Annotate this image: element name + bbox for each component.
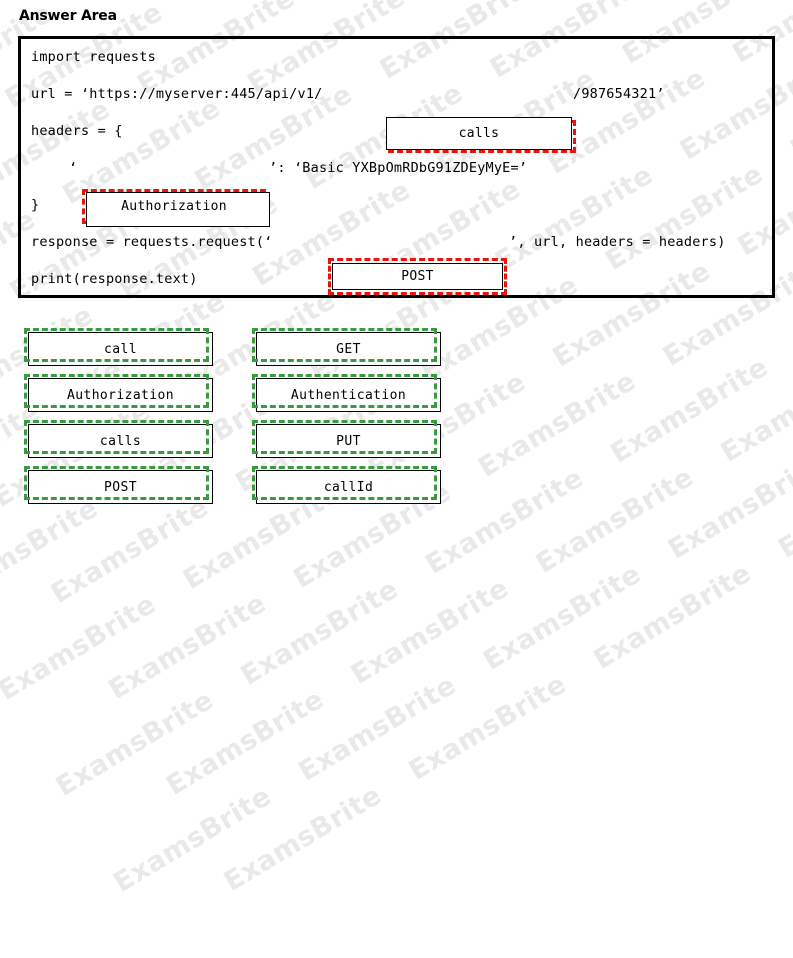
option-dashed-outline (24, 466, 209, 500)
option-label: callId (323, 479, 374, 495)
drop-slot-header-key[interactable]: Authorization (82, 189, 270, 227)
option-dashed-outline (24, 328, 209, 362)
option-token-get[interactable]: GET (252, 328, 441, 366)
option-dashed-outline (24, 420, 209, 454)
option-token-calls[interactable]: calls (24, 420, 213, 458)
option-label: Authorization (67, 387, 174, 403)
option-label: Authentication (290, 387, 407, 403)
option-token-call[interactable]: call (24, 328, 213, 366)
option-dashed-outline (252, 374, 437, 408)
code-line-response-prefix: response = requests.request(‘ (31, 234, 273, 250)
code-line-url: url = ‘https://myserver:445/api/v1/ (31, 86, 323, 102)
option-dashed-outline (252, 420, 437, 454)
code-line-url-tail: /987654321’ (573, 86, 665, 102)
code-line-response-suffix: ’, url, headers = headers) (509, 234, 726, 250)
option-label: POST (104, 479, 137, 495)
drop-slot-solid-outline (386, 117, 572, 150)
drop-slot-dashed-outline (328, 258, 507, 295)
option-label: call (104, 341, 137, 357)
option-token-post[interactable]: POST (24, 466, 213, 504)
code-line-close-brace: } (31, 197, 40, 213)
drop-slot-value: calls (458, 126, 500, 141)
option-dashed-outline (252, 466, 437, 500)
drop-slot-http-method[interactable]: POST (328, 258, 507, 295)
code-line-import: import requests (31, 49, 156, 65)
code-line-auth-prefix: ‘ (69, 160, 78, 176)
option-token-authorization[interactable]: Authorization (24, 374, 213, 412)
code-line-print: print(response.text) (31, 271, 198, 287)
option-token-authentication[interactable]: Authentication (252, 374, 441, 412)
option-label: GET (336, 341, 361, 357)
code-panel: import requests url = ‘https://myserver:… (18, 36, 775, 298)
drop-slot-solid-outline (332, 263, 503, 290)
page-title: Answer Area (19, 8, 117, 24)
code-line-auth-suffix: ’: ‘Basic YXBpOmRDbG91ZDEyMyE=’ (269, 160, 528, 176)
option-token-callid[interactable]: callId (252, 466, 441, 504)
drop-slot-url-segment[interactable]: calls (386, 117, 576, 153)
drop-slot-value: Authorization (121, 199, 227, 214)
drop-slot-value: POST (401, 269, 434, 284)
option-dashed-outline (252, 328, 437, 362)
option-dashed-outline (24, 374, 209, 408)
drop-slot-solid-outline (86, 192, 270, 227)
option-label: PUT (336, 433, 361, 449)
option-label: calls (99, 433, 142, 449)
option-token-put[interactable]: PUT (252, 420, 441, 458)
code-line-headers: headers = { (31, 123, 123, 139)
